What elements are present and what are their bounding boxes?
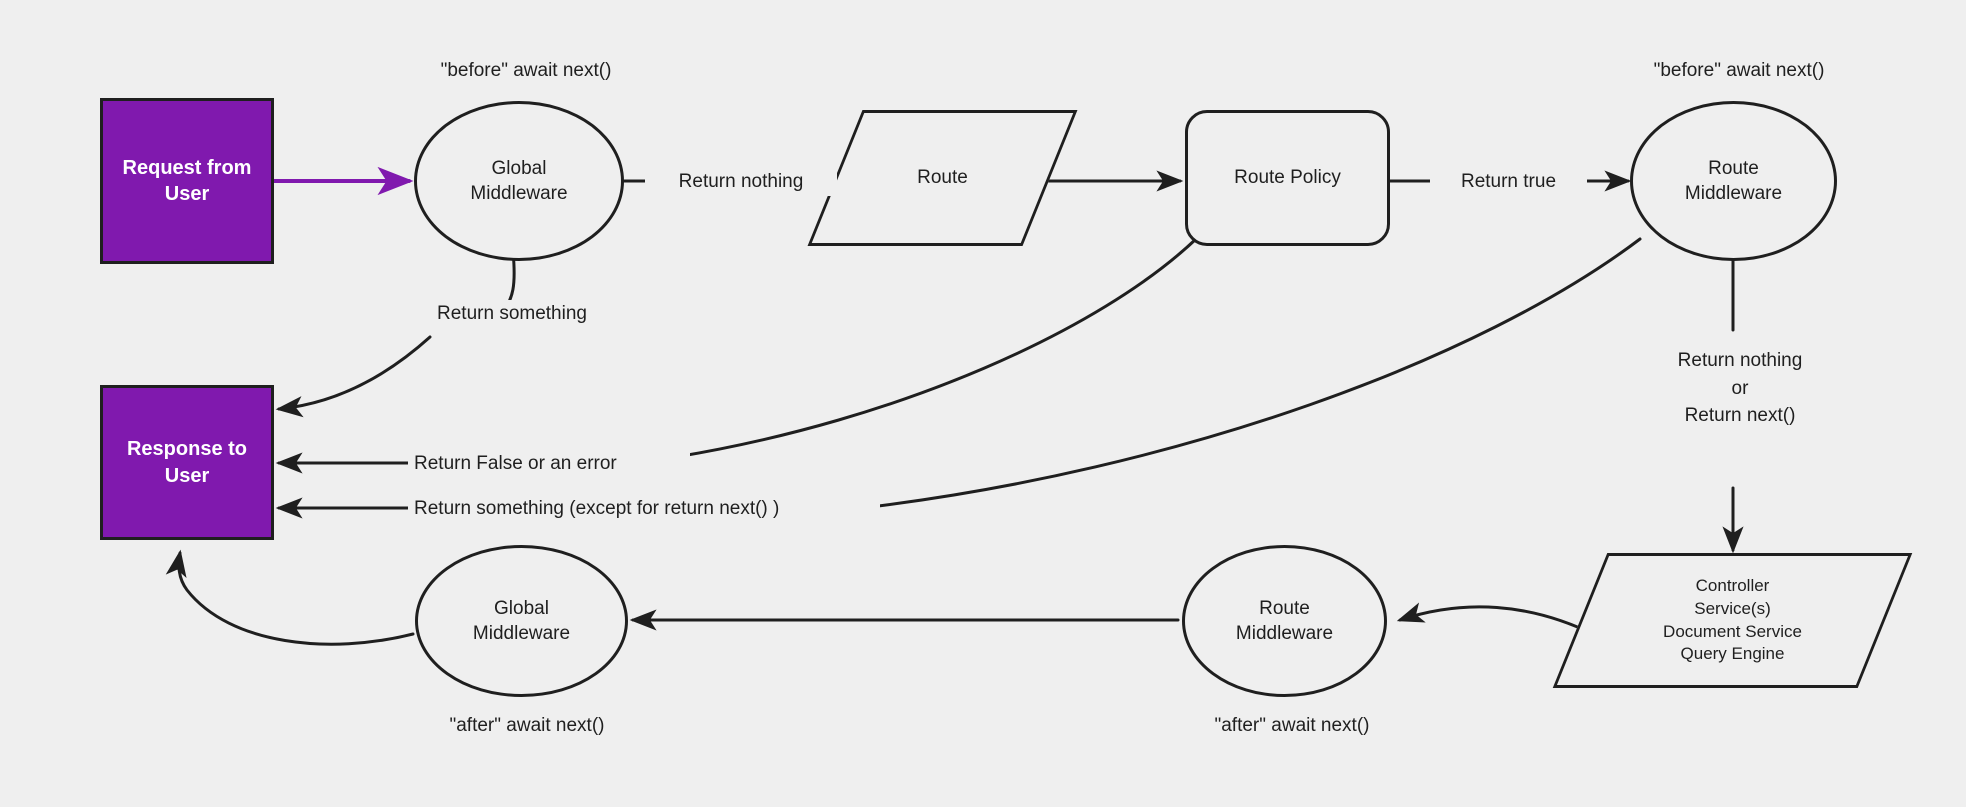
node-route-label: Route (917, 167, 968, 189)
node-controller-stack[interactable]: Controller Service(s) Document Service Q… (1552, 553, 1913, 688)
node-route-policy[interactable]: Route Policy (1185, 110, 1390, 246)
node-response-to-user-label: Response to User (126, 438, 248, 487)
label-return-nothing: Return nothing (645, 168, 837, 196)
node-global-middleware-after[interactable]: Global Middleware (415, 545, 628, 697)
edge-global-middleware-after-to-response (165, 549, 415, 646)
label-after-await-next-global: "after" await next() (415, 712, 639, 740)
node-request-from-user-label: Request from User (122, 156, 252, 205)
label-return-nothing-or-next: Return nothing or Return next() (1628, 345, 1852, 432)
edge-global-middleware-return-something-b (275, 335, 432, 418)
node-request-from-user[interactable]: Request from User (100, 98, 274, 264)
label-before-await-next-global: "before" await next() (415, 57, 637, 85)
node-route-middleware-before[interactable]: Route Middleware (1630, 101, 1837, 261)
node-route[interactable]: Route (807, 110, 1078, 246)
node-global-middleware-before-label: Global Middleware (470, 157, 568, 204)
label-before-await-next-route: "before" await next() (1623, 57, 1855, 85)
node-response-to-user[interactable]: Response to User (100, 385, 274, 540)
label-return-false-or-error: Return False or an error (408, 450, 690, 478)
node-controller-stack-label: Controller Service(s) Document Service Q… (1663, 575, 1802, 664)
edge-route-middleware-return-something (860, 237, 1642, 510)
node-global-middleware-after-label: Global Middleware (472, 597, 571, 644)
node-route-middleware-before-label: Route Middleware (1684, 157, 1783, 204)
label-return-something-except-next: Return something (except for return next… (408, 495, 880, 523)
node-route-policy-label: Route Policy (1234, 167, 1341, 189)
node-route-middleware-after[interactable]: Route Middleware (1182, 545, 1387, 697)
label-return-something-global: Return something (412, 300, 612, 328)
label-return-true: Return true (1430, 168, 1587, 196)
edge-route-policy-return-false (674, 237, 1198, 459)
label-after-await-next-route: "after" await next() (1180, 712, 1404, 740)
node-global-middleware-before[interactable]: Global Middleware (414, 101, 624, 261)
node-route-middleware-after-label: Route Middleware (1235, 597, 1334, 644)
